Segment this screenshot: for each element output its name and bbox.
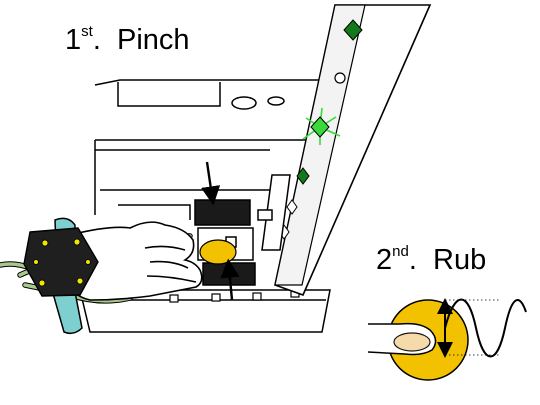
step-1-suffix: st [81, 23, 93, 40]
step-2-action: Rub [433, 244, 487, 276]
arrow-up-icon [220, 258, 240, 301]
wrist-device-icon [23, 227, 99, 297]
step-2-label: 2nd. Rub [376, 243, 487, 276]
step-2-suffix: nd [392, 243, 409, 260]
finger-pad [199, 239, 237, 265]
sine-wave-icon [444, 298, 527, 358]
step-2-number: 2 [376, 244, 393, 276]
step-1-number: 1 [65, 24, 82, 56]
arrow-down-icon [201, 161, 221, 206]
step-2-separator: . [408, 244, 417, 276]
hand [65, 221, 203, 301]
step-1-separator: . [92, 24, 101, 56]
step-1-label: 1st. Pinch [65, 23, 190, 56]
clamp-device [194, 174, 291, 286]
rub-inset [367, 298, 527, 381]
led-strip-icon [274, 4, 432, 297]
step-1-action: Pinch [117, 24, 190, 56]
